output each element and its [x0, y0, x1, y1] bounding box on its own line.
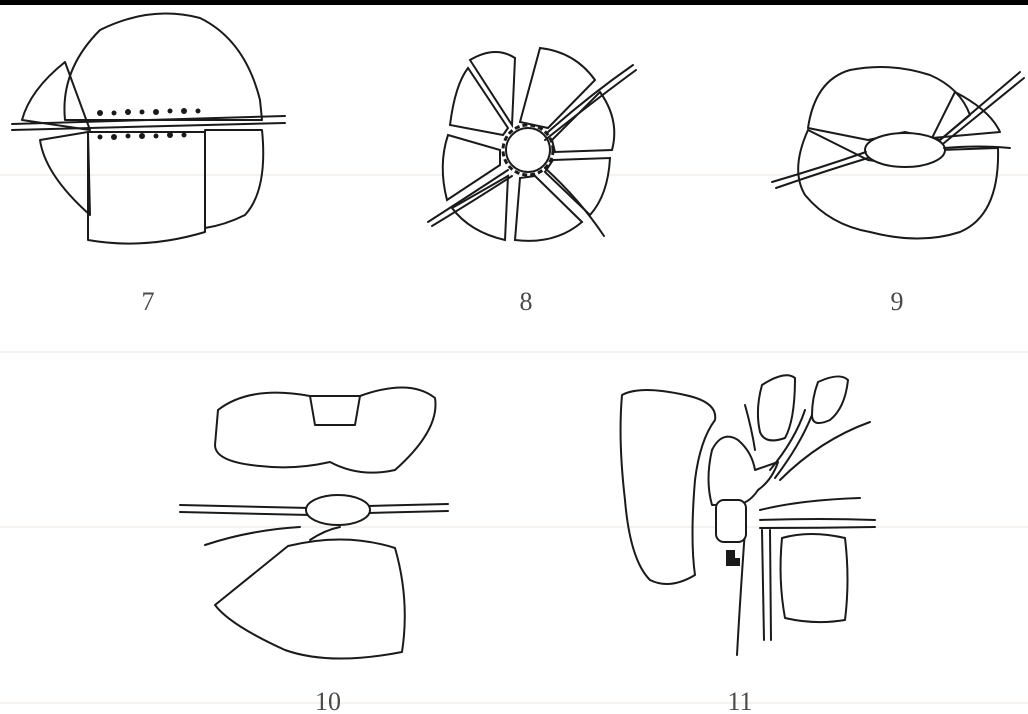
fig11-fiber — [760, 519, 875, 520]
fig11-right-block — [781, 534, 848, 622]
fig11-central-cell — [716, 500, 746, 542]
figure-8: 8 — [428, 48, 636, 316]
fig11-terminal-mark — [726, 550, 740, 566]
fig11-descending-fiber — [762, 530, 764, 640]
fig11-top-oval — [812, 376, 848, 423]
fig7-lower-fan — [88, 132, 205, 244]
figure-10: 10 — [180, 387, 448, 714]
figure-7: 7 — [12, 14, 285, 316]
fig10-branch — [205, 527, 300, 545]
fig11-left-lobe — [621, 390, 716, 584]
figure-label-8: 8 — [520, 287, 533, 316]
fig11-fiber — [760, 498, 860, 510]
fig7-left-lower-lobe — [40, 132, 90, 215]
fig10-lower-fan — [215, 539, 405, 658]
fig7-terminal-beads — [97, 108, 201, 140]
fig7-upper-fan — [64, 14, 262, 120]
fig11-descending-fiber — [737, 530, 745, 655]
fig10-upper-fan — [215, 387, 436, 472]
figure-11: 11 — [621, 375, 875, 714]
fig10-upper-core — [310, 396, 360, 425]
fig7-right-lobe — [205, 130, 263, 228]
fig9-upper-fan — [808, 67, 970, 140]
fig10-fiber-left — [180, 512, 310, 515]
fig10-central-cell — [306, 495, 370, 525]
fig9-central-cell — [865, 133, 945, 167]
fig11-central-body — [709, 437, 779, 505]
fig10-fiber-right — [368, 504, 448, 506]
figure-label-9: 9 — [891, 287, 904, 316]
figure-9: 9 — [772, 67, 1024, 316]
figure-label-11: 11 — [727, 687, 752, 714]
fig10-fiber-right — [368, 511, 448, 513]
fig11-top-oval — [758, 375, 795, 440]
fig11-descending-fiber — [770, 530, 771, 640]
figure-label-10: 10 — [315, 687, 341, 714]
fig11-fiber — [745, 405, 755, 450]
fig10-branch — [310, 527, 340, 540]
fig9-fiber — [776, 158, 868, 188]
figure-label-7: 7 — [142, 287, 155, 316]
fig11-fiber — [760, 527, 875, 528]
fig9-fiber — [772, 152, 866, 182]
fig8-central-cell — [506, 128, 550, 172]
fig9-fiber — [940, 72, 1020, 140]
fig10-fiber-left — [180, 505, 310, 508]
